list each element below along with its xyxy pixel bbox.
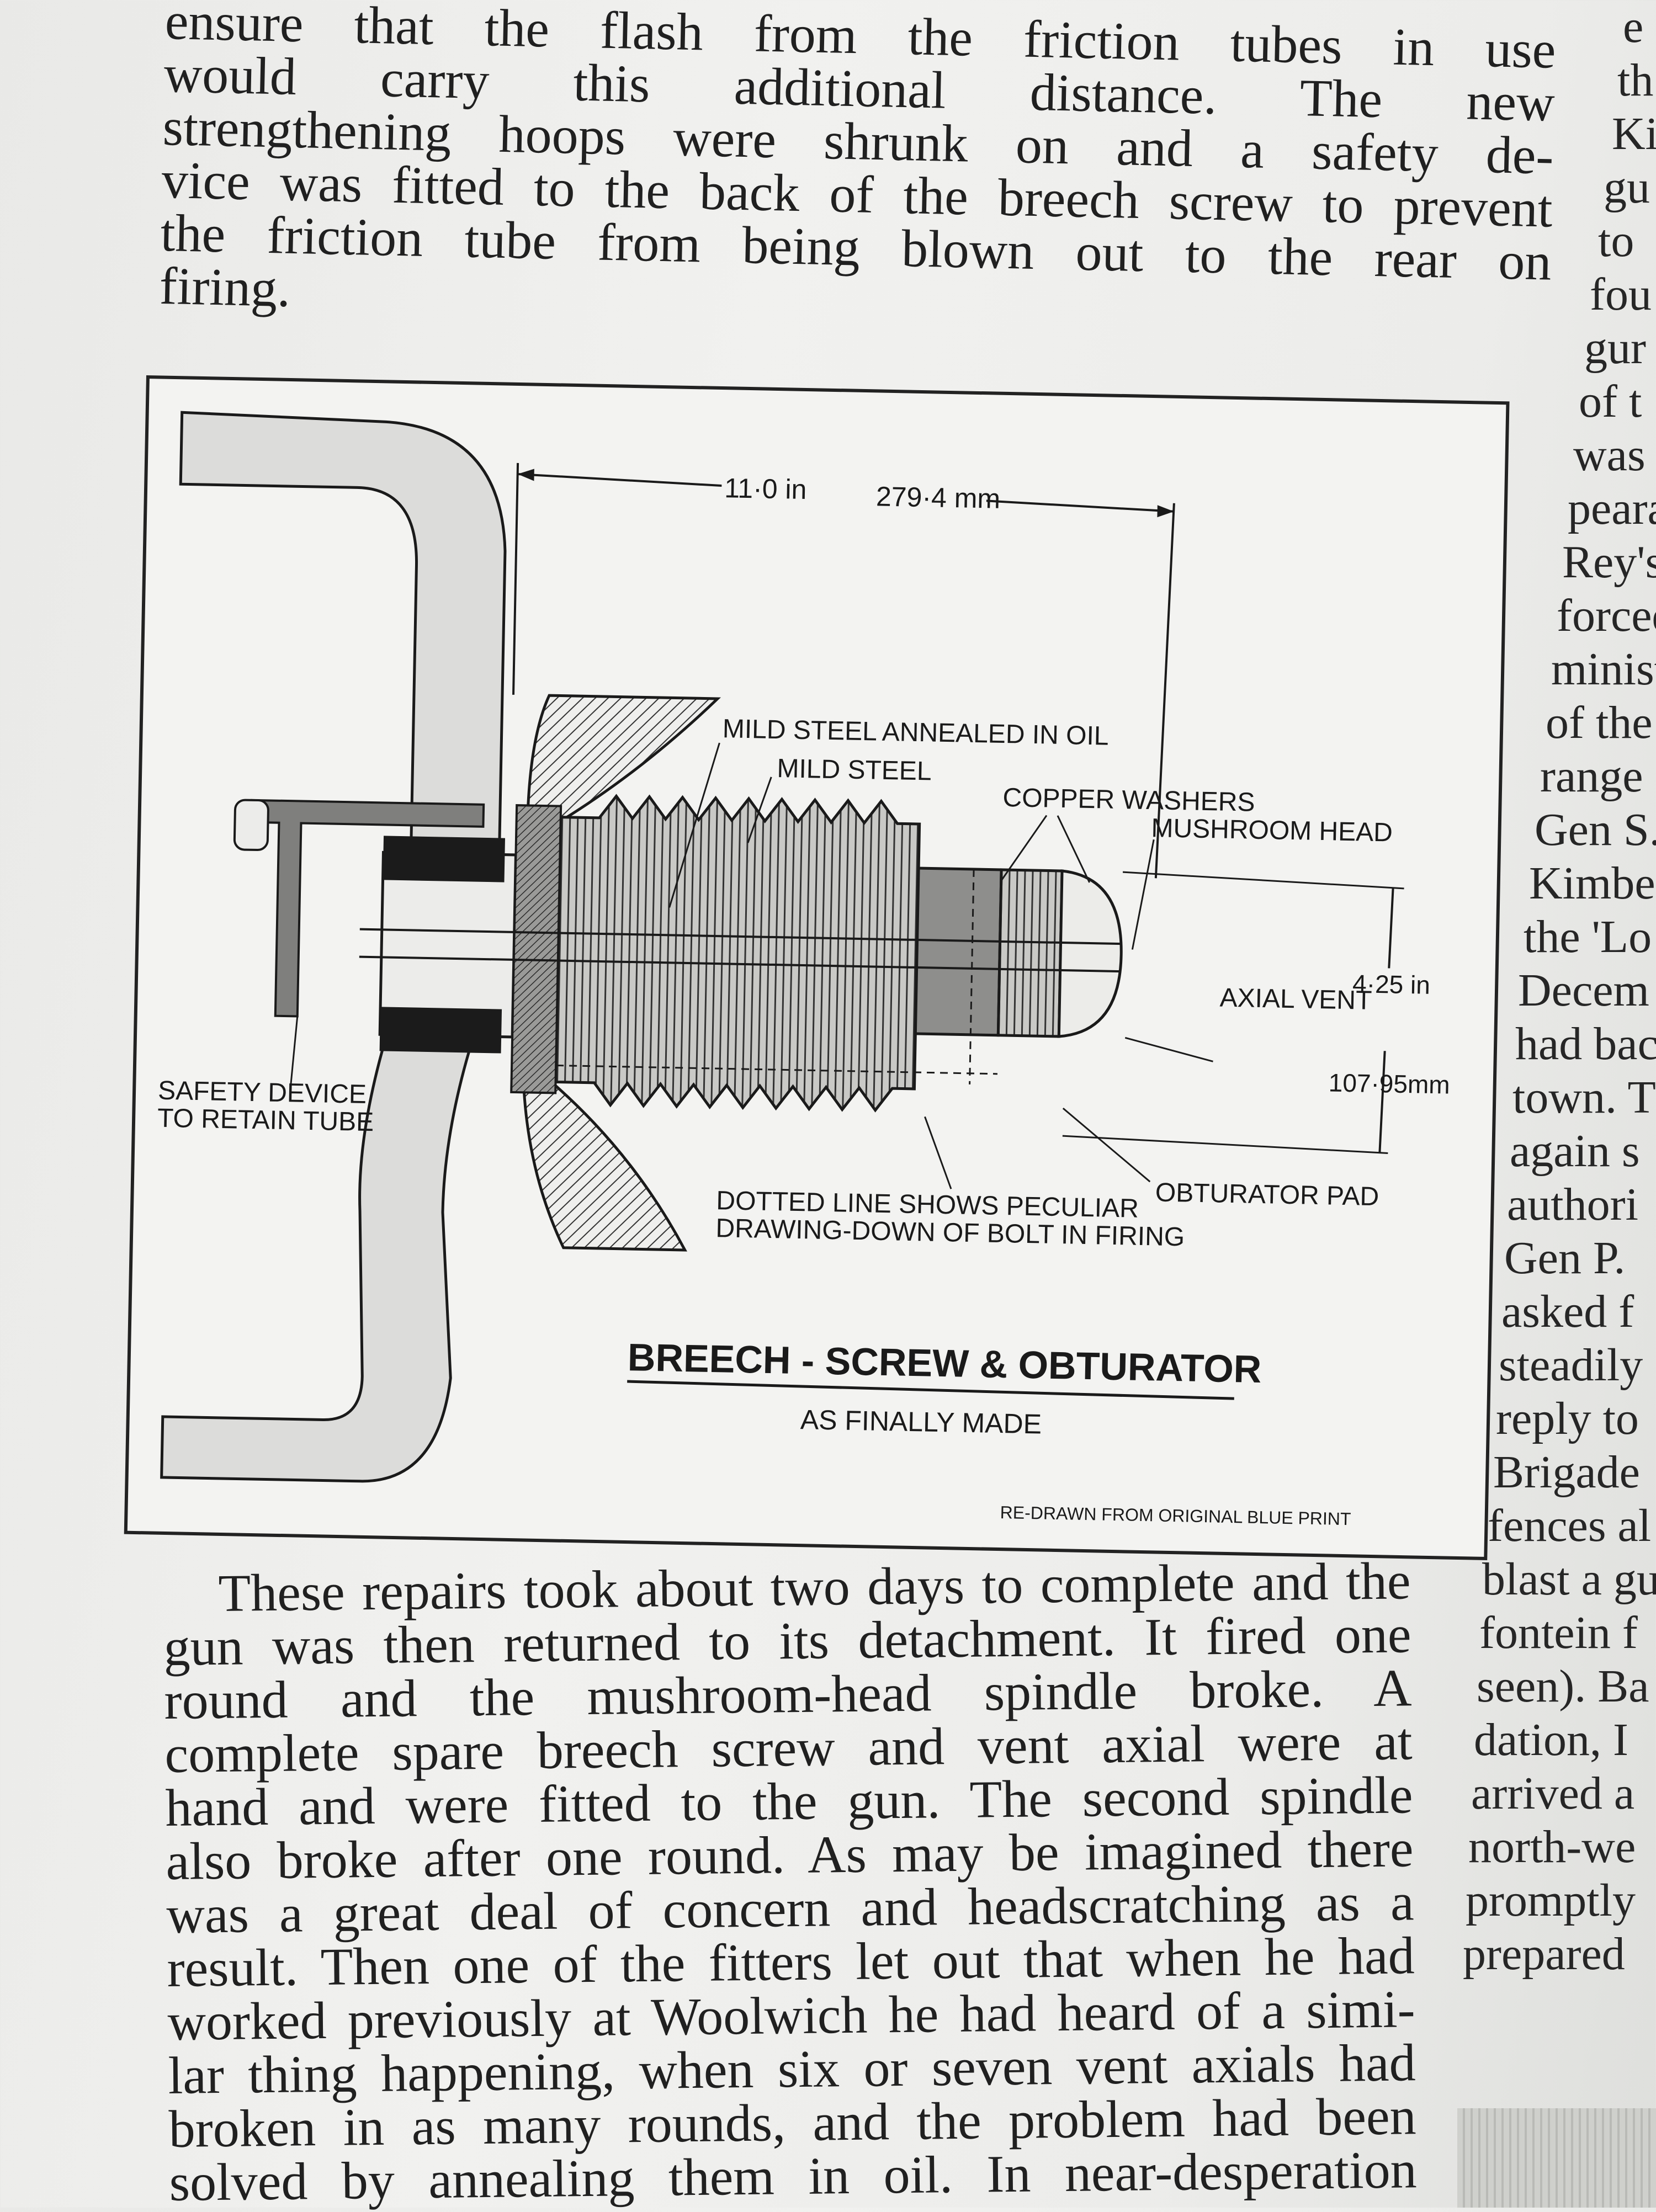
- breech-diagram: 11·0 in 279·4 mm 4·25 in 107·95mm MILD S…: [157, 411, 1491, 1529]
- text-line: peara: [1568, 483, 1656, 534]
- label-mushroom-head: MUSHROOM HEAD: [1151, 813, 1393, 847]
- label-axial-vent: AXIAL VENT: [1219, 983, 1372, 1015]
- spindle: [914, 866, 1003, 1037]
- text-line: reply to: [1496, 1393, 1639, 1444]
- breech-screw-thread: [554, 794, 921, 1113]
- text-line: fontein f: [1479, 1607, 1638, 1658]
- copper-washer: [996, 868, 1064, 1038]
- label-mild-steel-annealed: MILD STEEL ANNEALED IN OIL: [722, 714, 1109, 751]
- figure-credit: RE-DRAWN FROM ORIGINAL BLUE PRINT: [1000, 1502, 1351, 1529]
- photo-strip: [1457, 2108, 1656, 2208]
- text-line: prepared: [1463, 1928, 1625, 1980]
- bottom-paragraph: These repairs took about two days to com…: [163, 1551, 1418, 2212]
- text-line: e: [1623, 1, 1644, 52]
- text-line: Gen S.: [1535, 804, 1656, 855]
- text-line: forced: [1557, 590, 1656, 641]
- label-safety-device-1: SAFETY DEVICE: [158, 1076, 367, 1109]
- text-line: minist: [1551, 644, 1656, 695]
- height-inches-label: 4·25 in: [1352, 969, 1431, 999]
- label-mild-steel: MILD STEEL: [777, 754, 932, 786]
- text-line: gu: [1604, 162, 1650, 213]
- text-line: dation, I: [1474, 1714, 1628, 1766]
- label-obturator-pad: OBTURATOR PAD: [1155, 1178, 1379, 1211]
- text-line: Ki: [1612, 108, 1656, 159]
- dimension-inches-label: 11·0 in: [724, 472, 807, 505]
- dotted-line: [556, 1064, 998, 1075]
- text-line: gur: [1584, 322, 1646, 374]
- text-line: Brigade: [1493, 1447, 1640, 1498]
- text-line: had bac: [1515, 1018, 1656, 1070]
- text-line: Rey's: [1562, 536, 1656, 588]
- dimension-mm-label: 279·4 mm: [875, 481, 1000, 514]
- text-line: Gen P.: [1504, 1232, 1626, 1284]
- height-mm-label: 107·95mm: [1328, 1068, 1450, 1099]
- text-line: asked f: [1501, 1286, 1634, 1337]
- text-line: was: [1573, 429, 1646, 481]
- rear-cap-top: [383, 836, 506, 882]
- text-line: th: [1617, 55, 1654, 106]
- top-paragraph: ensure that the flash from the friction …: [159, 0, 1557, 342]
- text-line: the 'Lo: [1524, 911, 1652, 963]
- text-line: range: [1540, 751, 1643, 802]
- text-line: north-we: [1468, 1821, 1636, 1873]
- text-line: blast a gu: [1482, 1554, 1656, 1605]
- text-line: promptly: [1466, 1875, 1636, 1926]
- rear-flange: [510, 804, 562, 1094]
- mushroom-head: [1057, 869, 1123, 1038]
- label-safety-device-2: TO RETAIN TUBE: [157, 1104, 374, 1137]
- text-line: of t: [1579, 376, 1642, 427]
- text-line: to: [1598, 215, 1634, 267]
- safety-bolt: [233, 799, 269, 852]
- text-line: fences al: [1488, 1500, 1652, 1551]
- text-line: Decem: [1518, 965, 1649, 1016]
- breech-screw-figure: 11·0 in 279·4 mm 4·25 in 107·95mm MILD S…: [124, 375, 1510, 1561]
- text-line: of the: [1546, 697, 1653, 748]
- text-line: arrived a: [1471, 1768, 1635, 1819]
- text-line: Kimbe: [1529, 858, 1655, 909]
- text-line: town. T: [1512, 1072, 1656, 1123]
- right-column-text: e th Ki gu to fou gur of t was peara Rey…: [1463, 0, 1656, 2108]
- text-line: solved by annealing them in oil. In near…: [169, 2140, 1418, 2212]
- rear-cap-bottom: [379, 1007, 502, 1054]
- text-line: fou: [1590, 269, 1652, 320]
- text-line: authori: [1507, 1179, 1638, 1230]
- figure-subtitle: AS FINALLY MADE: [800, 1404, 1042, 1439]
- figure-title: BREECH - SCREW & OBTURATOR: [627, 1336, 1262, 1391]
- axial-vent-line: [359, 928, 1122, 945]
- text-line: seen). Ba: [1477, 1661, 1649, 1712]
- text-line: again s: [1510, 1125, 1640, 1177]
- label-copper-washers: COPPER WASHERS: [1002, 783, 1255, 817]
- text-line: steadily: [1499, 1339, 1643, 1391]
